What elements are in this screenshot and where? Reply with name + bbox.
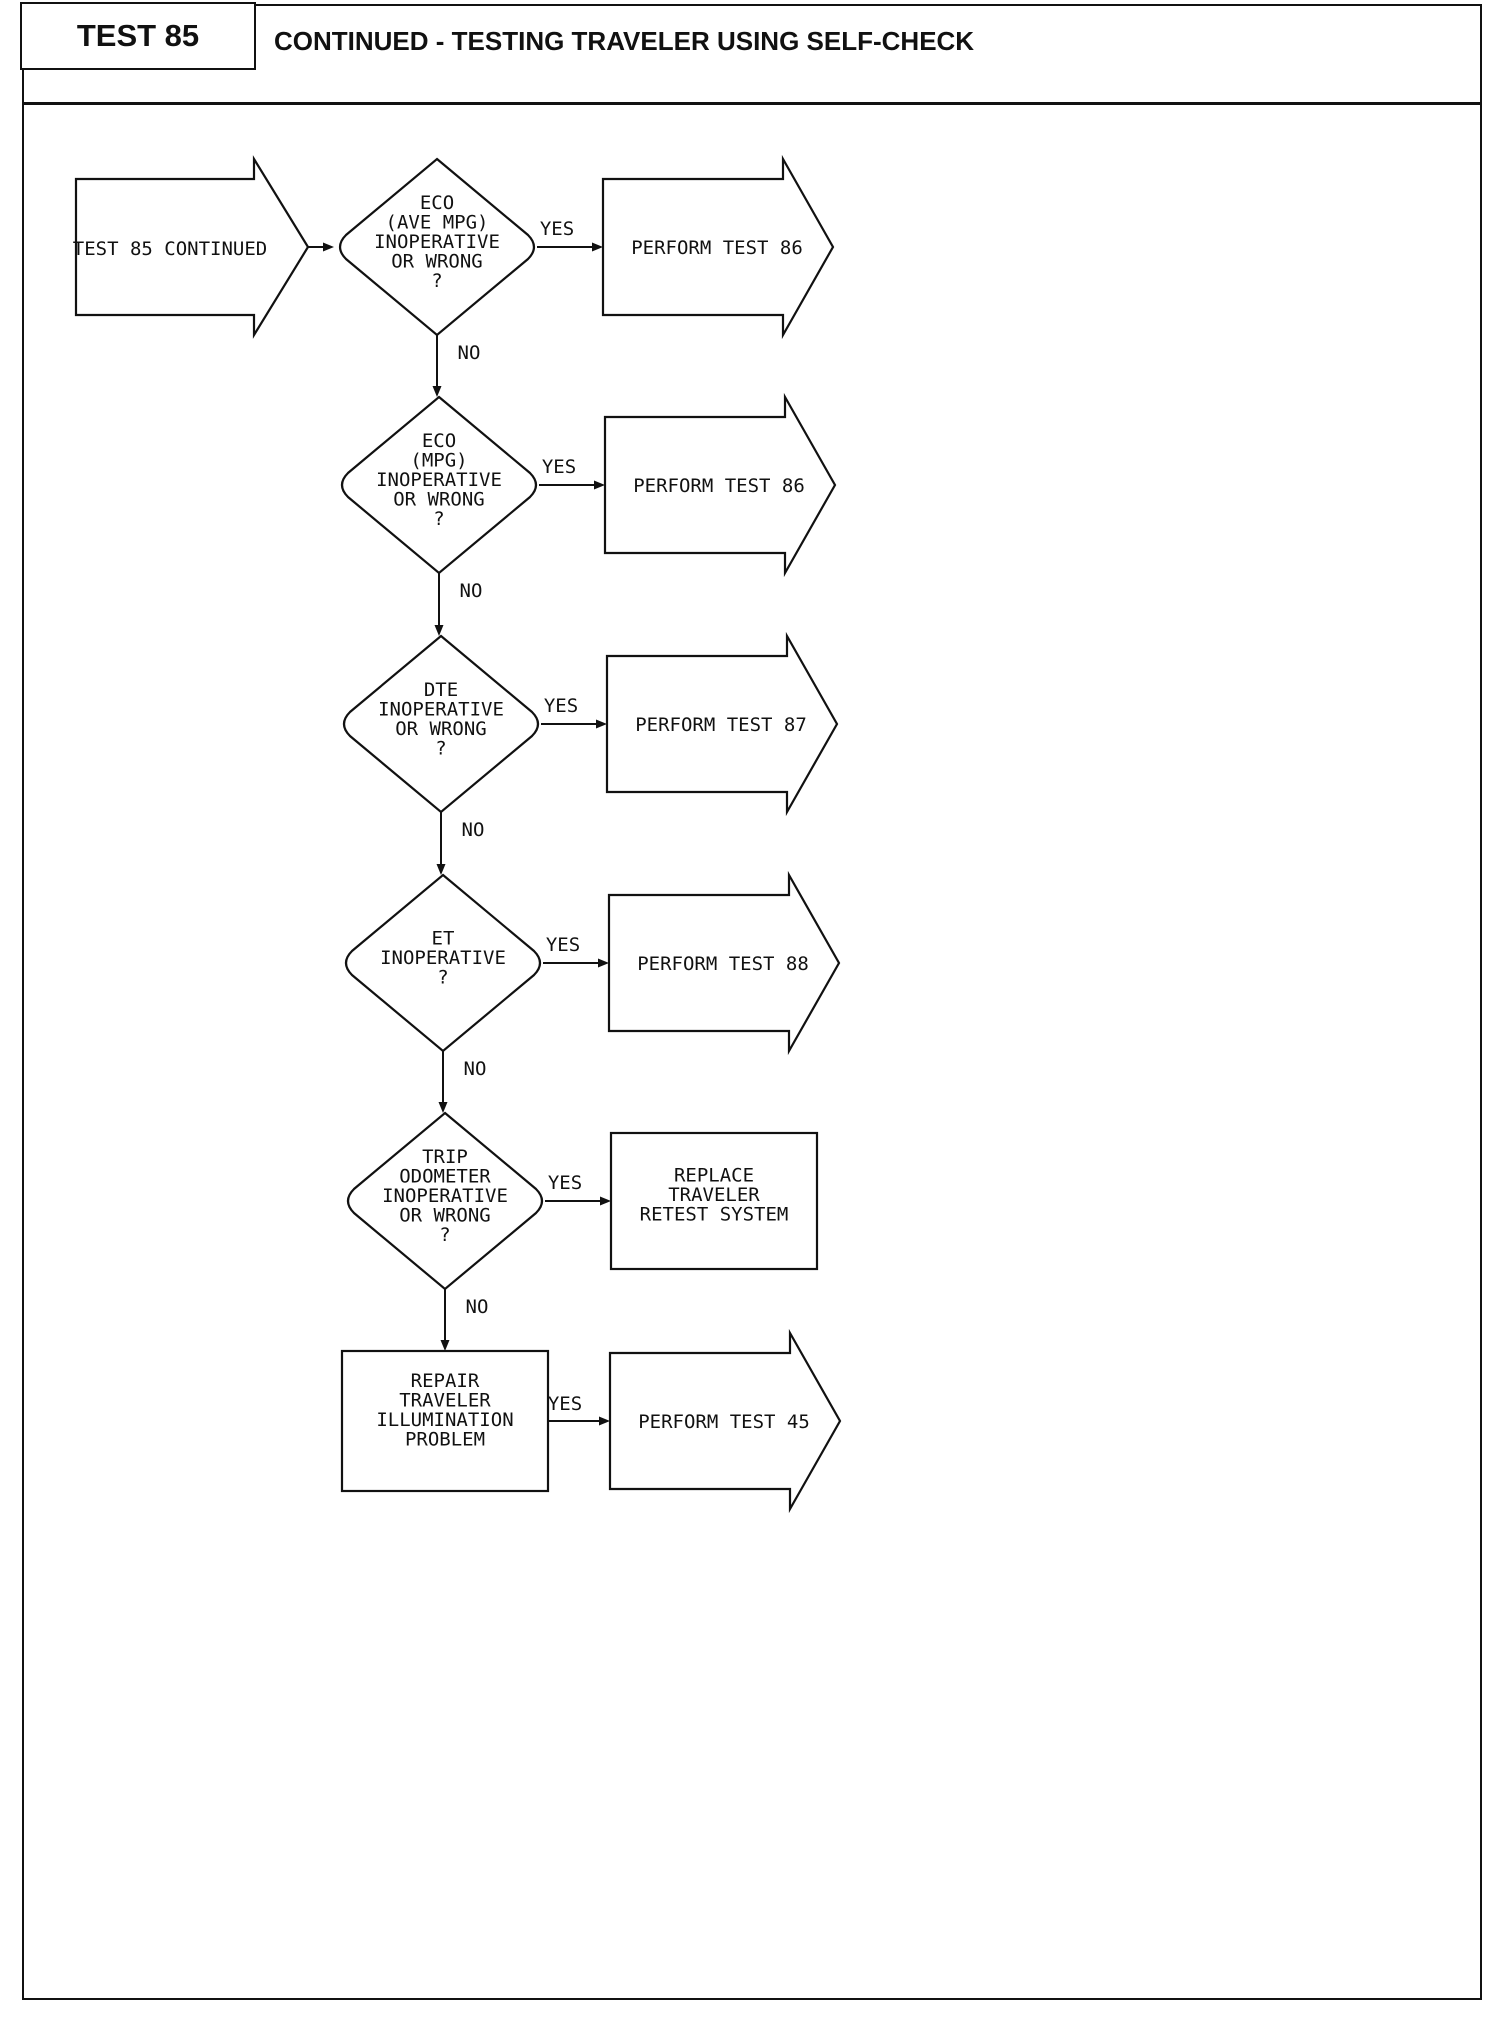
no-connector-head [438, 1102, 448, 1113]
result-arrow [603, 392, 837, 578]
no-label: NO [464, 1058, 487, 1080]
no-label: NO [458, 342, 481, 364]
result-arrow [608, 1328, 842, 1514]
decision-text-line: (AVE MPG) [386, 212, 489, 234]
result-arrow [605, 631, 839, 817]
decision-text-line: ? [435, 737, 446, 759]
action-text-line: PROBLEM [405, 1428, 485, 1450]
action-text-line: ILLUMINATION [376, 1409, 513, 1431]
decision-text-line: (MPG) [410, 450, 467, 472]
decision-text-line: ECO [420, 192, 454, 214]
no-label: NO [460, 580, 483, 602]
decision-text-line: ET [432, 928, 455, 950]
decision-text-line: TRIP [422, 1146, 468, 1168]
result-arrow [601, 154, 835, 340]
result-label: PERFORM TEST 86 [631, 237, 803, 259]
decision-text-line: INOPERATIVE [374, 231, 500, 253]
decision-text-line: OR WRONG [391, 251, 483, 273]
yes-connector-head [596, 719, 607, 729]
yes-label: YES [540, 218, 574, 240]
yes-connector-head [594, 480, 605, 490]
start-arrow [74, 155, 310, 339]
decision-text-line: OR WRONG [393, 489, 485, 511]
yes-connector-head [600, 1196, 611, 1206]
result-label: PERFORM TEST 87 [635, 714, 807, 736]
no-connector-head [436, 864, 446, 875]
action-box [340, 1349, 550, 1493]
decision-text-line: ? [433, 508, 444, 530]
no-connector-head [432, 386, 442, 397]
test-number: TEST 85 [76, 18, 200, 53]
decision-text-line: ECO [422, 430, 456, 452]
decision-text-line: OR WRONG [399, 1205, 491, 1227]
yes-label: YES [546, 934, 580, 956]
yes-label: YES [548, 1393, 582, 1415]
page-title: CONTINUED - TESTING TRAVELER USING SELF-… [274, 26, 975, 56]
result-box-text-line: TRAVELER [668, 1184, 760, 1206]
yes-label: YES [548, 1172, 582, 1194]
start-connector-head [323, 242, 334, 252]
decision-text-line: INOPERATIVE [382, 1185, 508, 1207]
result-box-text-line: RETEST SYSTEM [640, 1204, 789, 1226]
yes-connector-head [598, 958, 609, 968]
result-label: PERFORM TEST 86 [633, 475, 805, 497]
decision-text-line: INOPERATIVE [376, 469, 502, 491]
decision-text-line: ? [437, 967, 448, 989]
decision-text-line: INOPERATIVE [378, 698, 504, 720]
yes-connector-head [592, 242, 603, 252]
decision-text-line: ODOMETER [399, 1166, 491, 1188]
test-number-box: TEST 85 [20, 2, 256, 70]
decision-text-line: OR WRONG [395, 718, 487, 740]
start-label: TEST 85 CONTINUED [73, 238, 267, 260]
no-connector-head [440, 1340, 450, 1351]
page-frame: TEST 85 CONTINUED - TESTING TRAVELER USI… [20, 2, 1482, 2000]
no-label: NO [466, 1296, 489, 1318]
yes-label: YES [542, 456, 576, 478]
no-label: NO [462, 819, 485, 841]
decision-text-line: INOPERATIVE [380, 947, 506, 969]
yes-label: YES [544, 695, 578, 717]
action-text-line: TRAVELER [399, 1389, 491, 1411]
decision-text-line: ? [439, 1224, 450, 1246]
decision-text-line: ? [431, 270, 442, 292]
decision-text-line: DTE [424, 679, 458, 701]
header-divider [24, 102, 1480, 105]
no-connector-head [434, 625, 444, 636]
result-label: PERFORM TEST 45 [638, 1411, 810, 1433]
action-text-line: REPAIR [411, 1370, 480, 1392]
result-box [609, 1131, 819, 1271]
result-box-text-line: REPLACE [674, 1165, 754, 1187]
result-arrow [607, 870, 841, 1056]
final-yes-connector-head [599, 1416, 610, 1426]
result-label: PERFORM TEST 88 [637, 953, 809, 975]
